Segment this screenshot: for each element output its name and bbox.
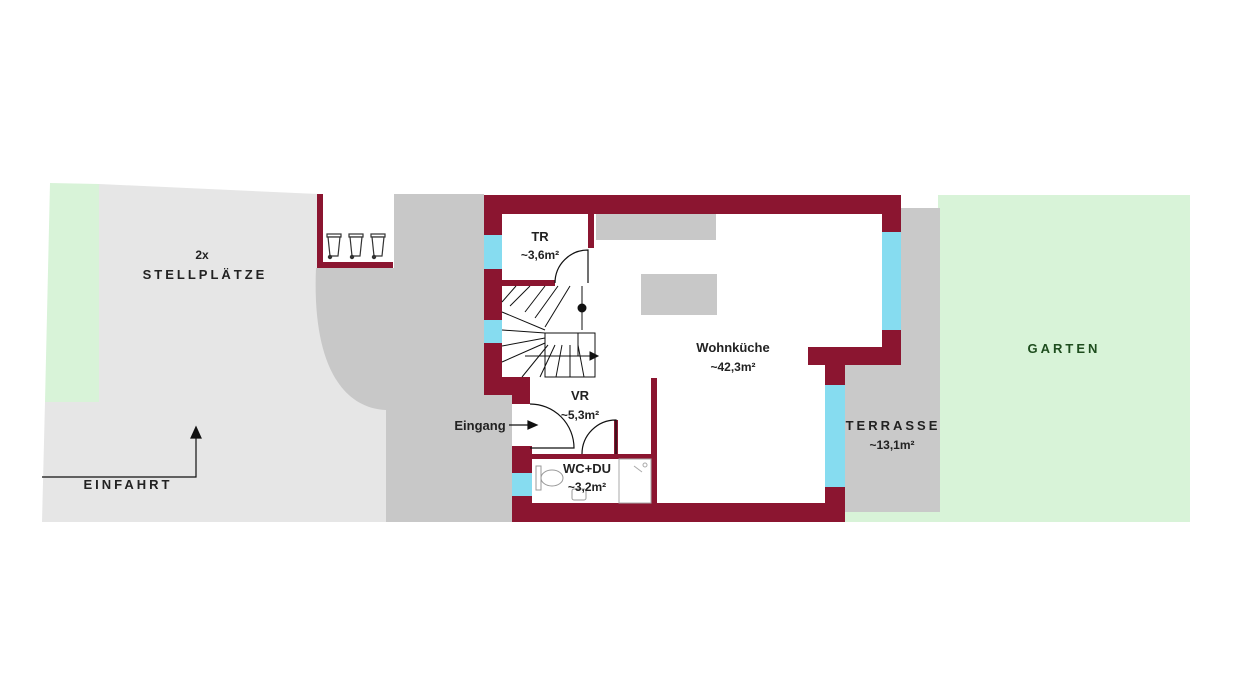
window-terrace bbox=[825, 385, 845, 487]
kitchen-area-label: ~42,3m² bbox=[710, 360, 755, 374]
trash-bin-icon bbox=[348, 233, 364, 260]
terrace-label: TERRASSE bbox=[846, 418, 941, 433]
window-wc bbox=[512, 473, 532, 496]
entrance-label: Eingang bbox=[454, 418, 505, 433]
door-tr bbox=[554, 249, 589, 284]
parking-area bbox=[42, 183, 392, 522]
trash-bin-icon bbox=[370, 233, 386, 260]
driveway-label: EINFAHRT bbox=[84, 477, 173, 492]
parking-label: STELLPLÄTZE bbox=[143, 267, 268, 282]
kitchen-island bbox=[641, 274, 717, 315]
trash-bin-icon bbox=[326, 233, 342, 260]
windows bbox=[484, 232, 901, 496]
bin-enclosure bbox=[317, 194, 393, 268]
door-entrance bbox=[529, 403, 575, 449]
garden-label: GARTEN bbox=[1028, 341, 1101, 356]
driveway-arrow bbox=[42, 425, 202, 478]
terrace-area-label: ~13,1m² bbox=[869, 438, 914, 452]
stairs bbox=[501, 285, 600, 378]
trash-bins bbox=[326, 233, 386, 260]
door-wc bbox=[581, 419, 617, 455]
window-kitchen-east bbox=[882, 232, 901, 330]
kitchen-counter bbox=[596, 213, 716, 240]
walkway bbox=[315, 194, 512, 522]
shower-icon bbox=[618, 458, 652, 504]
wc-area-label: ~3,2m² bbox=[568, 480, 606, 494]
entrance-arrow bbox=[509, 420, 539, 430]
garden-area bbox=[845, 195, 1190, 522]
tr-room-label: TR bbox=[531, 229, 549, 244]
sink-icon bbox=[571, 488, 587, 501]
parking-count-label: 2x bbox=[195, 248, 209, 262]
kitchen-room-label: Wohnküche bbox=[696, 340, 769, 355]
doors bbox=[529, 249, 617, 455]
vr-area-label: ~5,3m² bbox=[561, 408, 599, 422]
tr-area-label: ~3,6m² bbox=[521, 248, 559, 262]
window-tr bbox=[484, 235, 502, 269]
window-stairs bbox=[484, 320, 502, 343]
vr-room-label: VR bbox=[571, 388, 590, 403]
wc-room-label: WC+DU bbox=[563, 461, 611, 476]
toilet-icon bbox=[535, 465, 564, 491]
terrace-area bbox=[845, 208, 940, 512]
